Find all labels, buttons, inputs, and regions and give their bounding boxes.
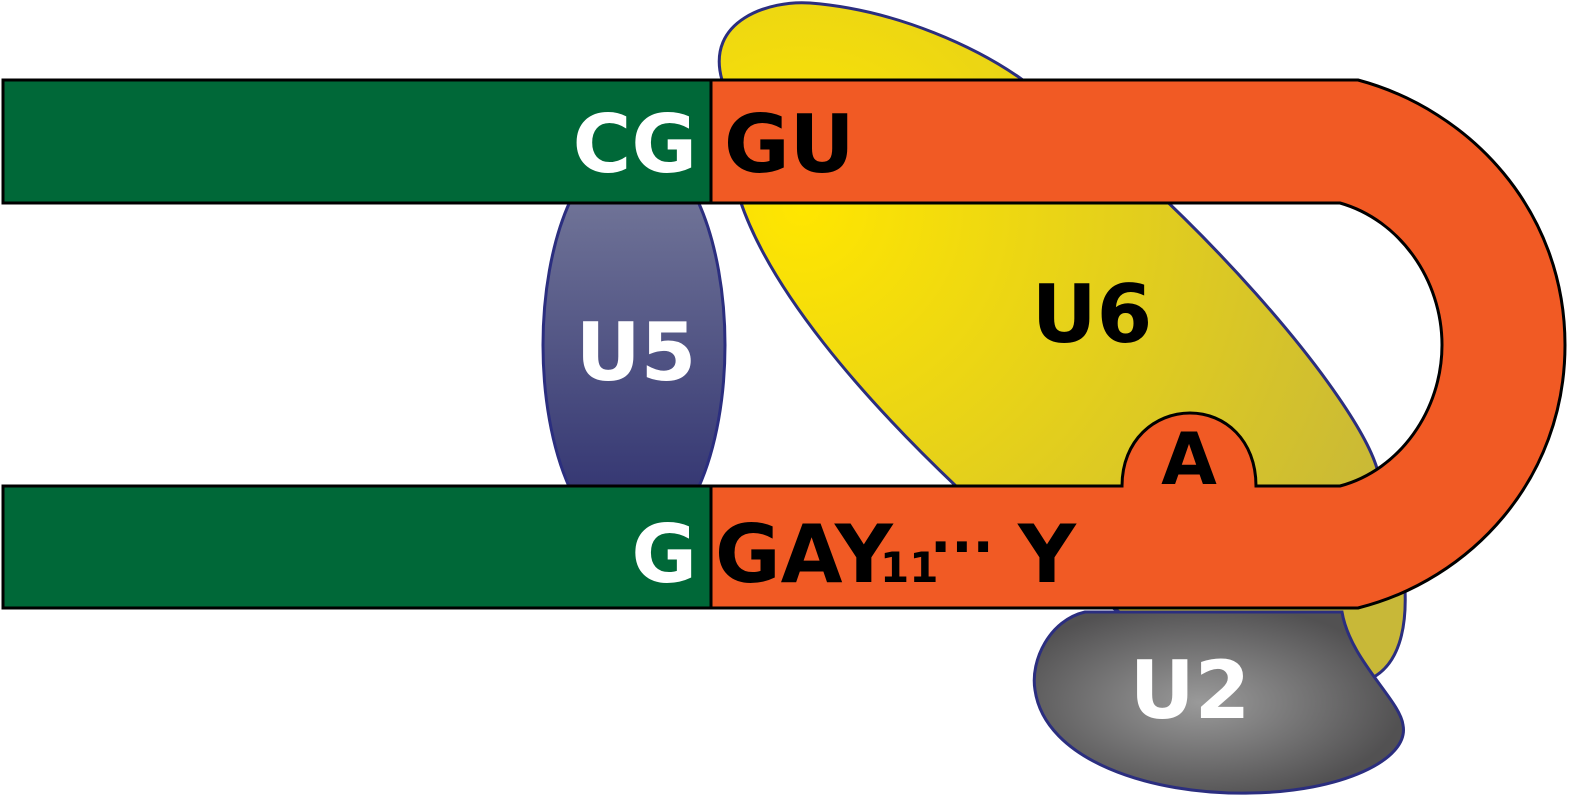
bottom-exon-bar: [1, 484, 713, 610]
u6-label: U6: [1032, 268, 1153, 361]
top-exon-label: CG: [573, 98, 697, 191]
u2-snrna-shape: [1032, 610, 1405, 795]
bottom-intron-subscript: 11: [880, 543, 938, 592]
bottom-exon-label: G: [631, 508, 697, 601]
u5-label: U5: [576, 306, 697, 399]
bottom-intron-dots: ···: [930, 515, 994, 580]
branch-point-label: A: [1161, 417, 1217, 501]
u2-label: U2: [1130, 644, 1251, 737]
intron-loop: [709, 78, 1567, 610]
top-intron-label: GU: [724, 98, 855, 191]
bottom-intron-suffix: Y: [1017, 508, 1077, 601]
bottom-intron-prefix: GAY: [715, 508, 894, 601]
